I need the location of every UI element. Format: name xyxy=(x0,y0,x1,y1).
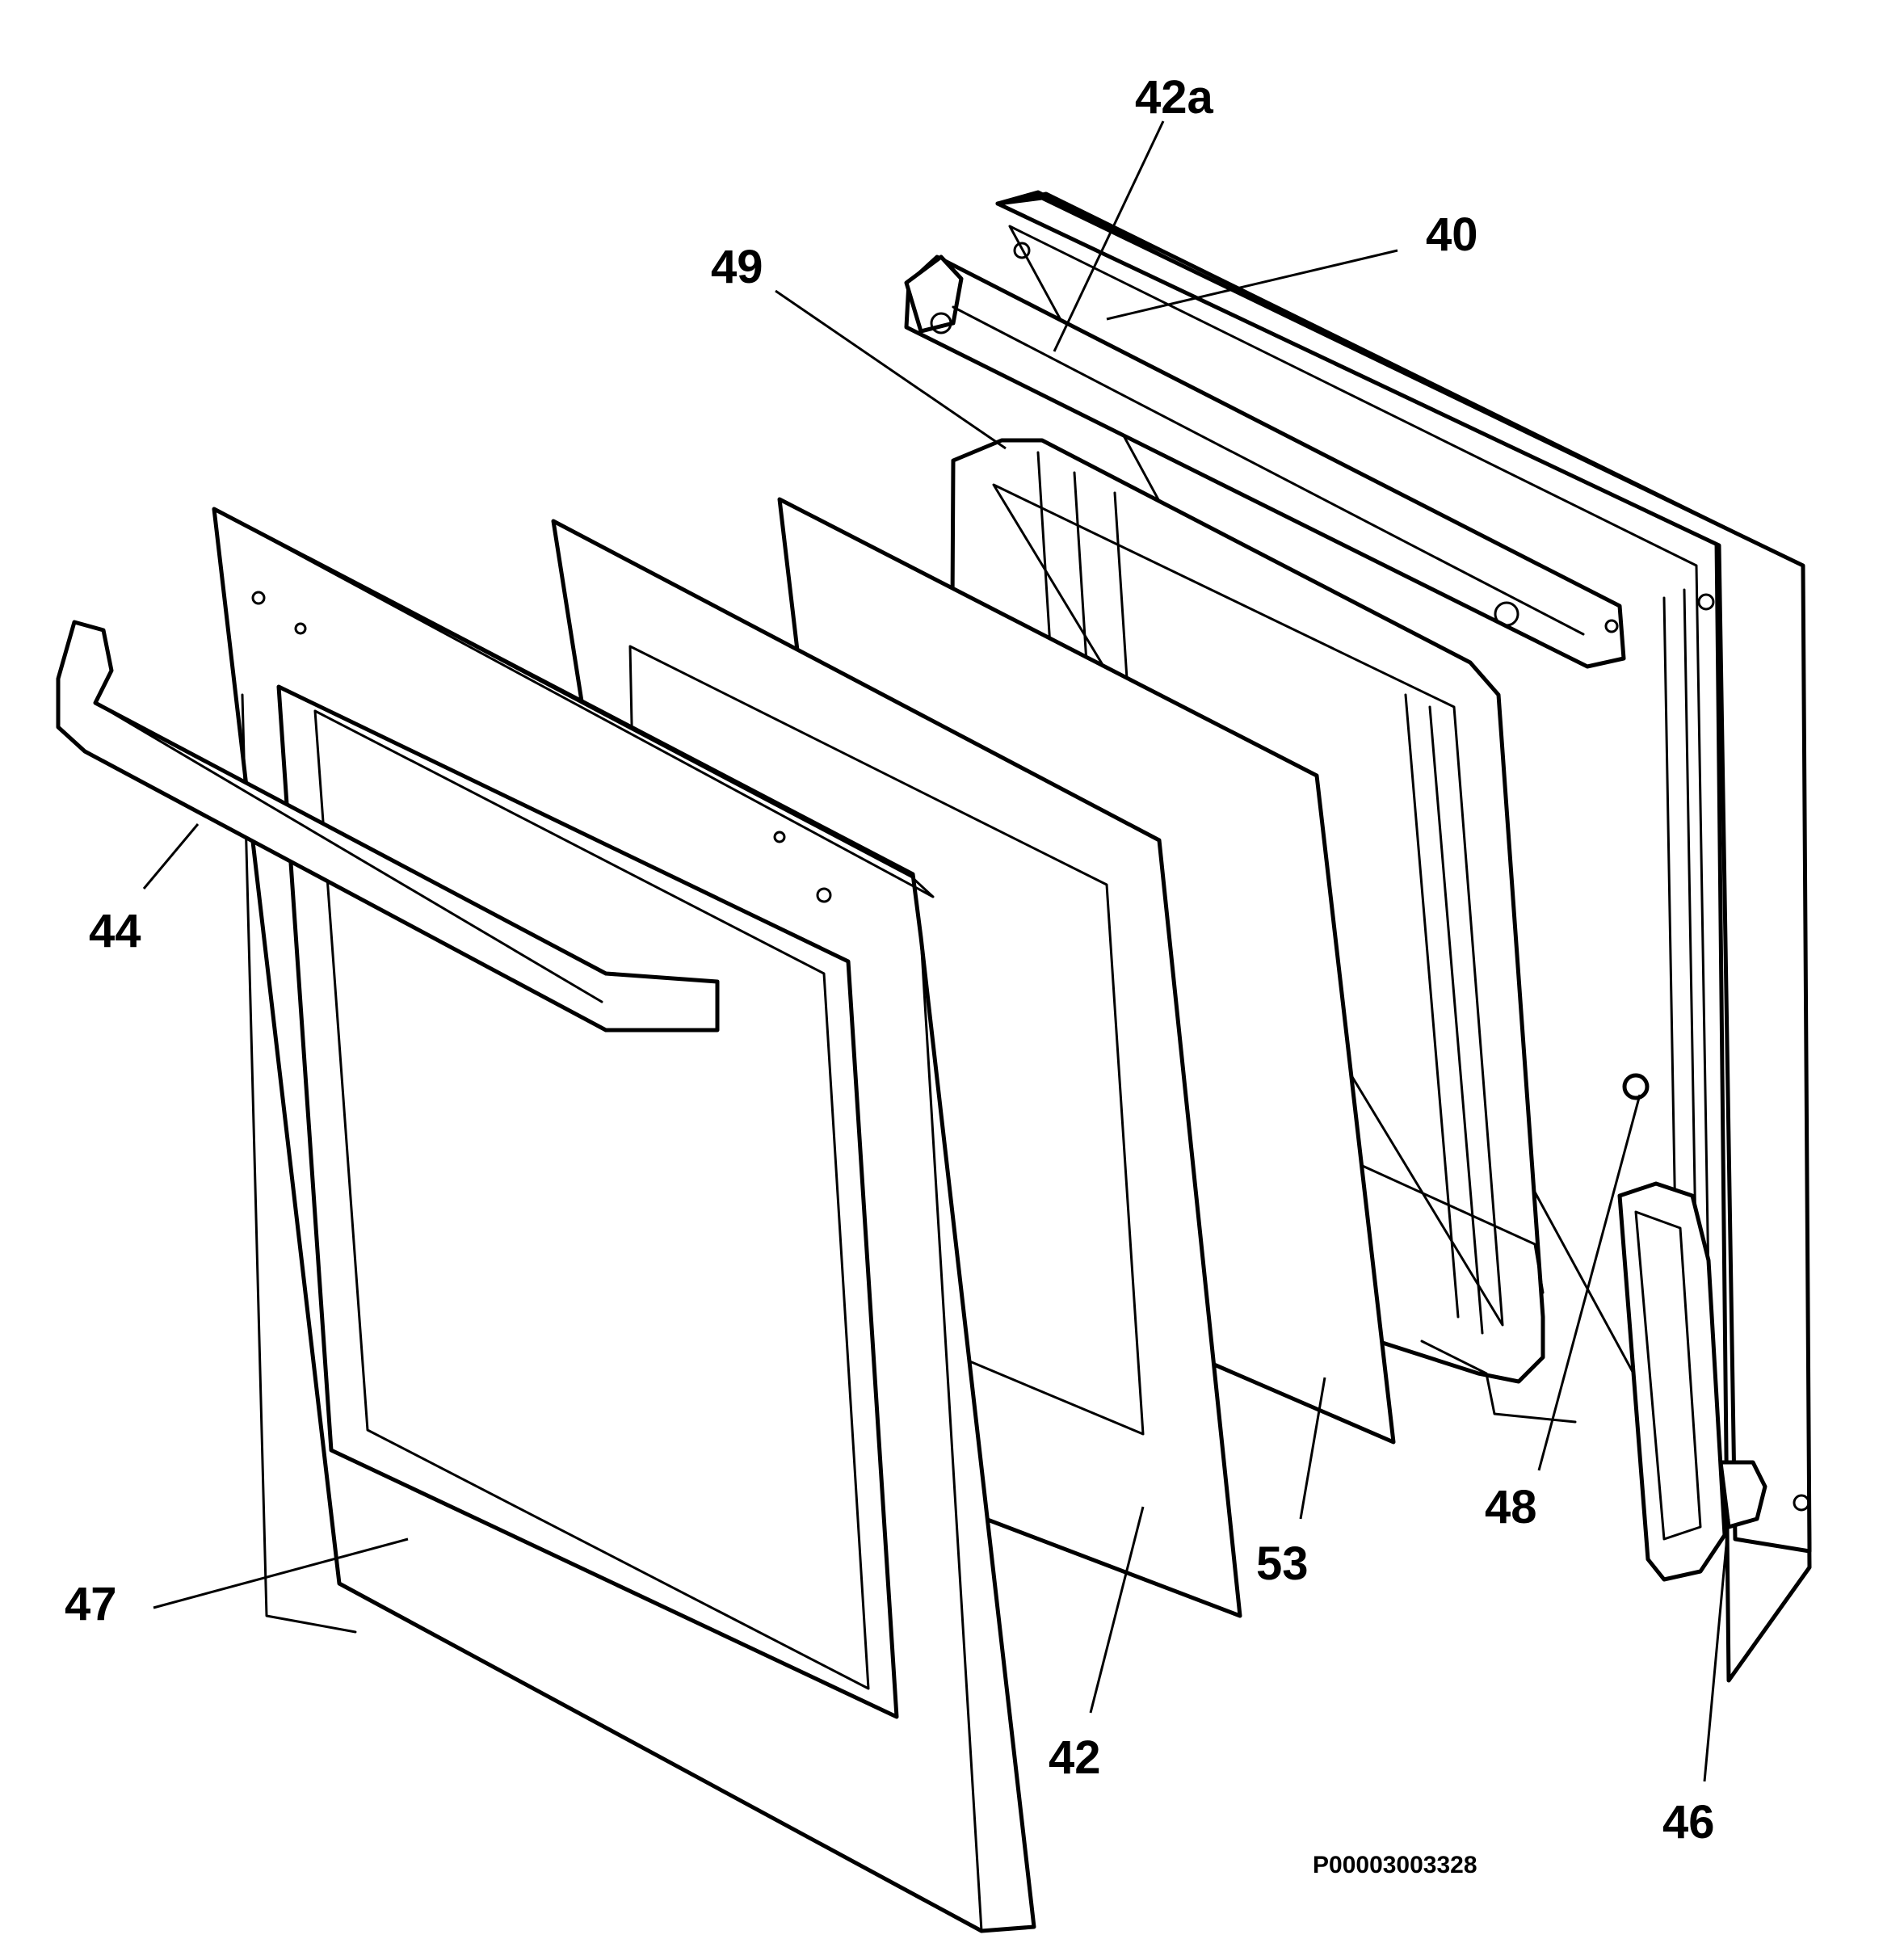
callout-42a: 42a xyxy=(1135,71,1214,124)
part-42a-top-rail xyxy=(904,254,1626,669)
part-44-door-handle xyxy=(56,620,720,1033)
part-47-front-door xyxy=(212,507,1036,1933)
leader-lines xyxy=(142,120,1730,1782)
callout-44: 44 xyxy=(89,905,141,957)
callout-53: 53 xyxy=(1256,1537,1309,1590)
callout-labels: 42a 40 49 44 47 42 53 48 46 P00003003328 xyxy=(65,71,1715,1878)
callout-47: 47 xyxy=(65,1578,117,1630)
part-48-fastener xyxy=(1622,1073,1650,1100)
callout-40: 40 xyxy=(1426,208,1478,261)
callout-49: 49 xyxy=(711,241,763,293)
drawing-code: P00003003328 xyxy=(1313,1852,1477,1878)
callout-46: 46 xyxy=(1662,1796,1715,1849)
part-46-hinge-bracket xyxy=(1617,1181,1767,1582)
callout-42: 42 xyxy=(1049,1731,1101,1784)
callout-48: 48 xyxy=(1485,1481,1537,1533)
